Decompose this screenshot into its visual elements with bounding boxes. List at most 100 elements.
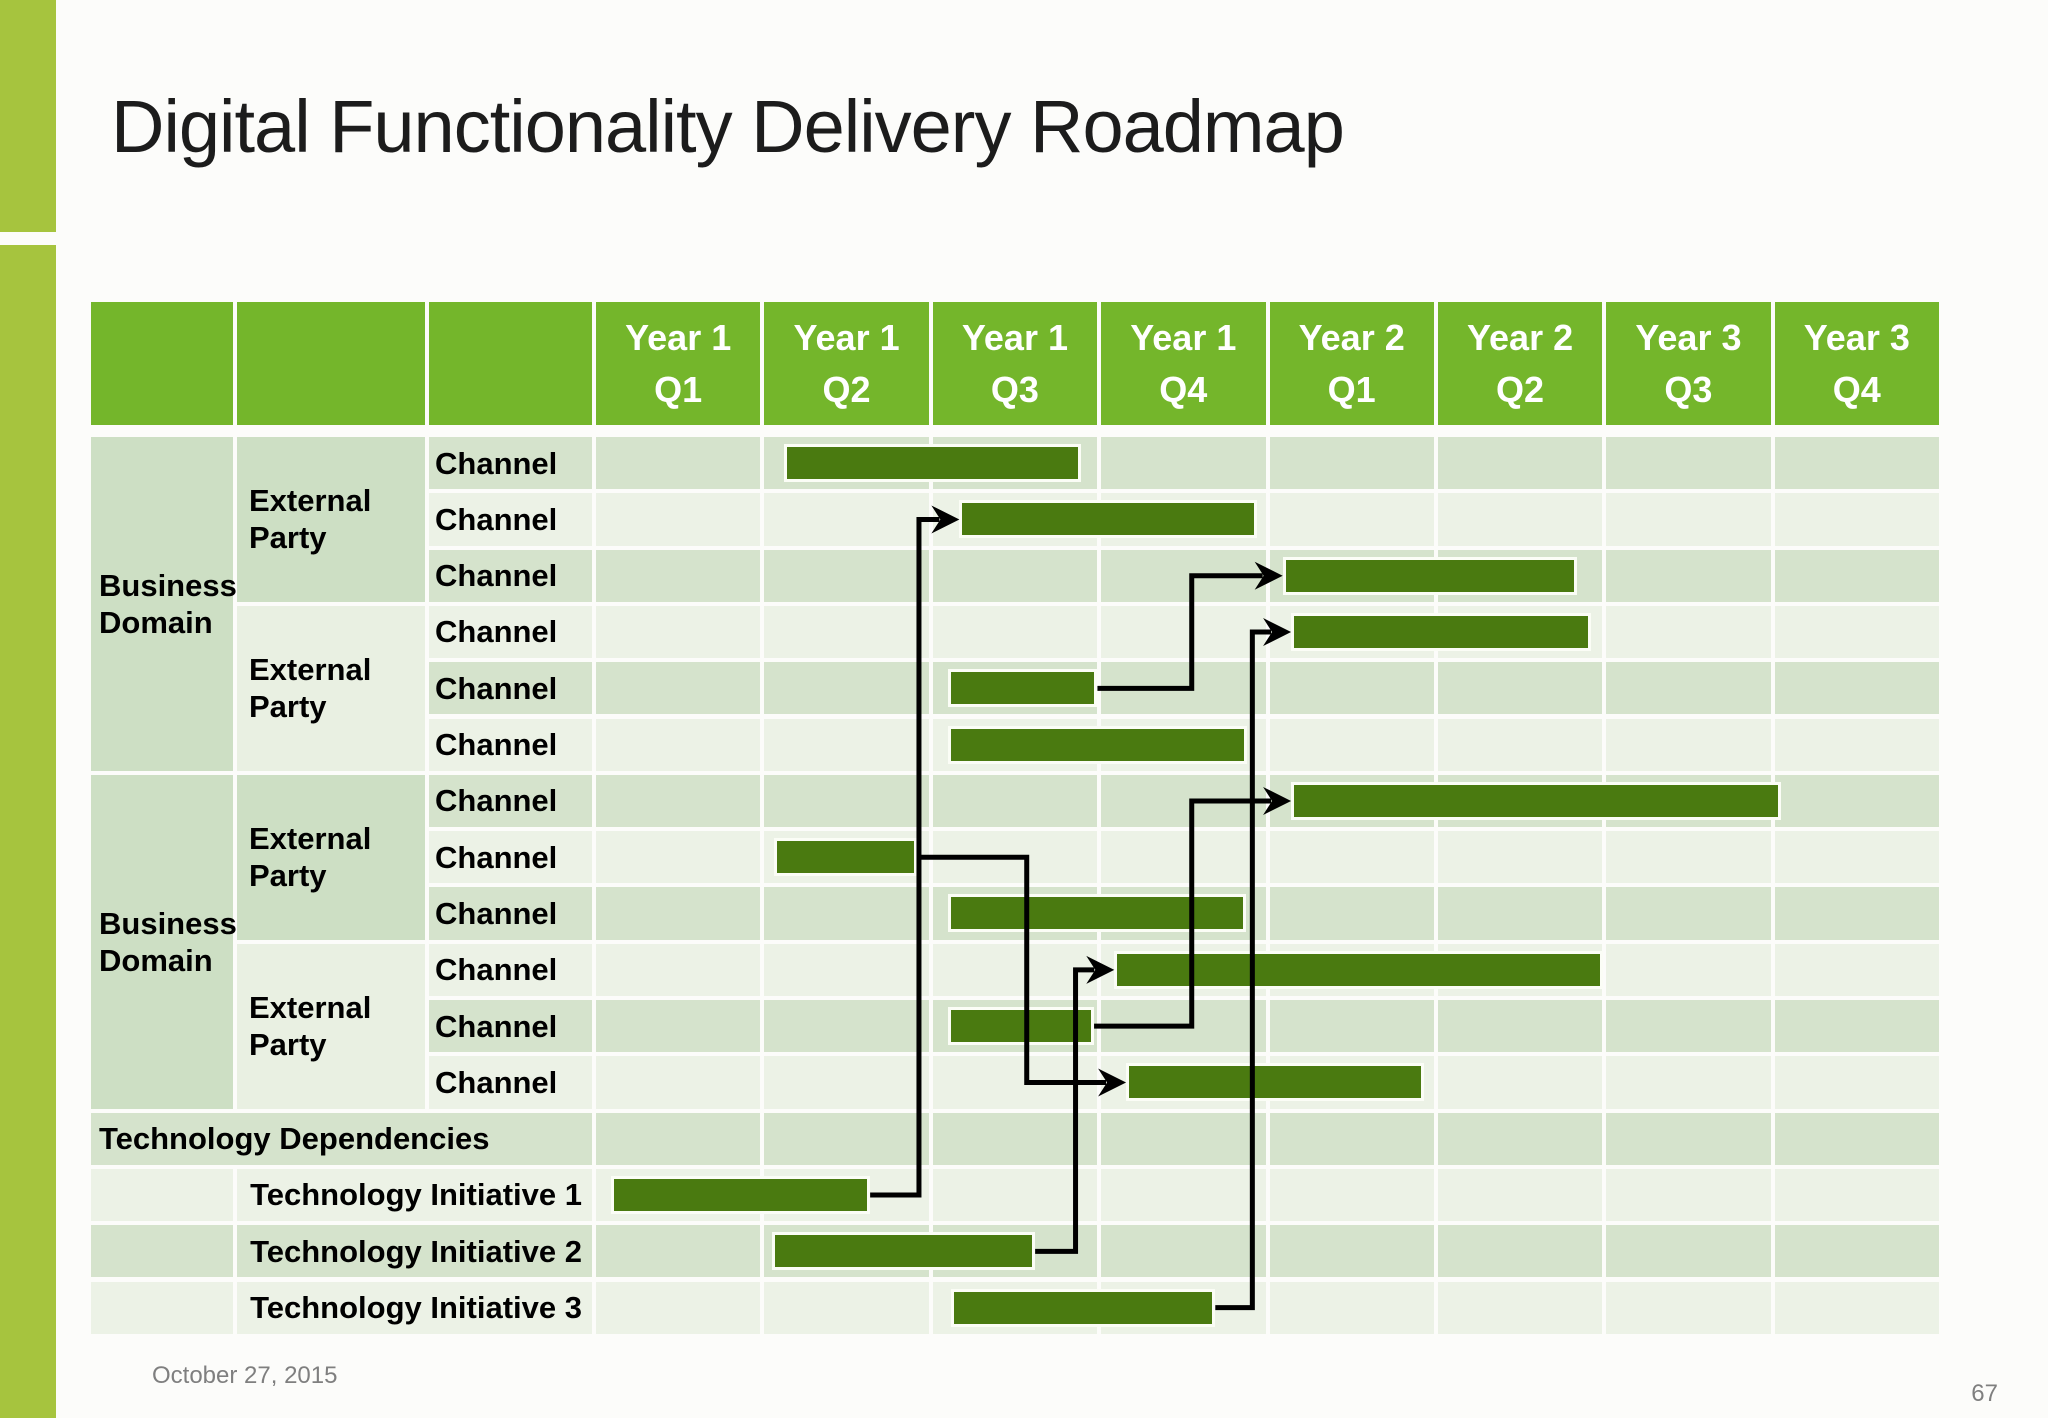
- gantt-bar: [959, 500, 1258, 539]
- timeline-cell: [596, 943, 761, 996]
- gantt-bar: [947, 669, 1098, 708]
- dependency-arrowhead: [1086, 955, 1115, 984]
- timeline-cell: [596, 1056, 761, 1109]
- timeline-cell: [1269, 887, 1434, 940]
- gantt-bar: [947, 894, 1246, 933]
- timeline-cell: [932, 943, 1098, 996]
- timeline-cell: [1606, 1056, 1771, 1109]
- technology-initiative-cell: Technology Initiative 3: [237, 1281, 592, 1334]
- gantt-bar: [950, 1288, 1216, 1327]
- tech-row-blank-cell: [91, 1281, 233, 1334]
- timeline-cell: [1437, 831, 1603, 884]
- timeline-cell: [764, 605, 929, 659]
- timeline-cell: [932, 549, 1098, 602]
- timeline-cell: [596, 887, 761, 940]
- timeline-cell: [1606, 549, 1771, 602]
- timeline-cell: [1606, 662, 1771, 715]
- dependency-arrowhead: [1254, 561, 1283, 590]
- timeline-cell: [764, 1056, 929, 1109]
- timeline-cell: [1437, 718, 1603, 771]
- timeline-cell: [1101, 605, 1266, 659]
- timeline-cell: [1606, 1225, 1771, 1278]
- timeline-cell: [932, 1112, 1098, 1165]
- timeline-cell: [1437, 493, 1603, 546]
- dependency-arrow-line: [1215, 629, 1272, 1311]
- timeline-cell: [764, 887, 929, 940]
- timeline-cell: [1101, 831, 1266, 884]
- timeline-cell: [1269, 831, 1434, 884]
- dependency-arrowhead: [931, 505, 960, 534]
- header-year-label: Year 3: [1803, 316, 1910, 358]
- tech-row-blank-cell: [91, 1168, 233, 1222]
- timeline-cell: [1774, 774, 1939, 828]
- timeline-cell: [1437, 1225, 1603, 1278]
- dependency-arrow-line: [917, 854, 1107, 1085]
- header-year-label: Year 1: [625, 316, 732, 358]
- channel-label-cell: Channel: [429, 549, 592, 602]
- channel-label-cell: Channel: [429, 1000, 592, 1053]
- header-quarter-label: Q2: [822, 368, 871, 410]
- gantt-bar: [1282, 556, 1578, 595]
- business-domain-cell: Business Domain: [91, 437, 237, 771]
- channel-label-cell: Channel: [429, 605, 592, 659]
- header-year-label: Year 2: [1298, 316, 1405, 358]
- gantt-bar: [774, 838, 918, 877]
- gantt-bar: [1126, 1063, 1425, 1102]
- gantt-bar: [947, 1007, 1095, 1045]
- timeline-cell: [1437, 887, 1603, 940]
- timeline-cell: [1774, 718, 1939, 771]
- timeline-cell: [1774, 605, 1939, 659]
- timeline-cell: [1774, 662, 1939, 715]
- channel-label-cell: Channel: [429, 718, 592, 771]
- channel-label-cell: Channel: [429, 437, 592, 490]
- header-quarter-label: Q3: [990, 368, 1039, 410]
- timeline-cell: [764, 774, 929, 828]
- timeline-cell: [1606, 493, 1771, 546]
- timeline-cell: [764, 943, 929, 996]
- gantt-bar: [947, 725, 1248, 764]
- timeline-cell: [1437, 1056, 1603, 1109]
- technology-initiative-cell: Technology Initiative 1: [237, 1168, 592, 1222]
- dependency-arrow-line: [1097, 573, 1263, 691]
- footer-date: October 27, 2015: [152, 1362, 338, 1389]
- timeline-cell: [1774, 1000, 1939, 1053]
- timeline-cell: [1269, 1112, 1434, 1165]
- channel-label-cell: Channel: [429, 1056, 592, 1109]
- timeline-cell: [1269, 1225, 1434, 1278]
- gantt-bar: [1114, 950, 1603, 989]
- timeline-cell: [1774, 1112, 1939, 1165]
- dependency-arrowhead: [1098, 1068, 1127, 1097]
- timeline-cell: [596, 1281, 761, 1334]
- timeline-cell: [764, 1281, 929, 1334]
- channel-label-cell: Channel: [429, 831, 592, 884]
- timeline-cell: [764, 493, 929, 546]
- header-year-label: Year 3: [1635, 316, 1742, 358]
- dependency-arrowhead: [1263, 786, 1292, 815]
- gantt-bar: [784, 444, 1081, 482]
- channel-label-cell: Channel: [429, 662, 592, 715]
- timeline-cell: [1774, 887, 1939, 940]
- timeline-cell: [1774, 1281, 1939, 1334]
- timeline-cell: [1437, 1000, 1603, 1053]
- timeline-cell: [1774, 437, 1939, 490]
- timeline-cell: [1774, 549, 1939, 602]
- timeline-cell: [932, 605, 1098, 659]
- header-year-label: Year 1: [793, 316, 900, 358]
- timeline-cell: [1606, 605, 1771, 659]
- header-blank-cell: [237, 302, 425, 425]
- header-year-label: Year 1: [961, 316, 1068, 358]
- timeline-cell: [1437, 662, 1603, 715]
- timeline-cell: [1101, 1112, 1266, 1165]
- header-blank-cell: [91, 302, 233, 425]
- timeline-cell: [596, 831, 761, 884]
- timeline-cell: [1101, 1168, 1266, 1222]
- gantt-bar: [1291, 612, 1591, 651]
- technology-initiative-cell: Technology Initiative 2: [237, 1225, 592, 1278]
- channel-label-cell: Channel: [429, 943, 592, 996]
- timeline-cell: [1437, 1168, 1603, 1222]
